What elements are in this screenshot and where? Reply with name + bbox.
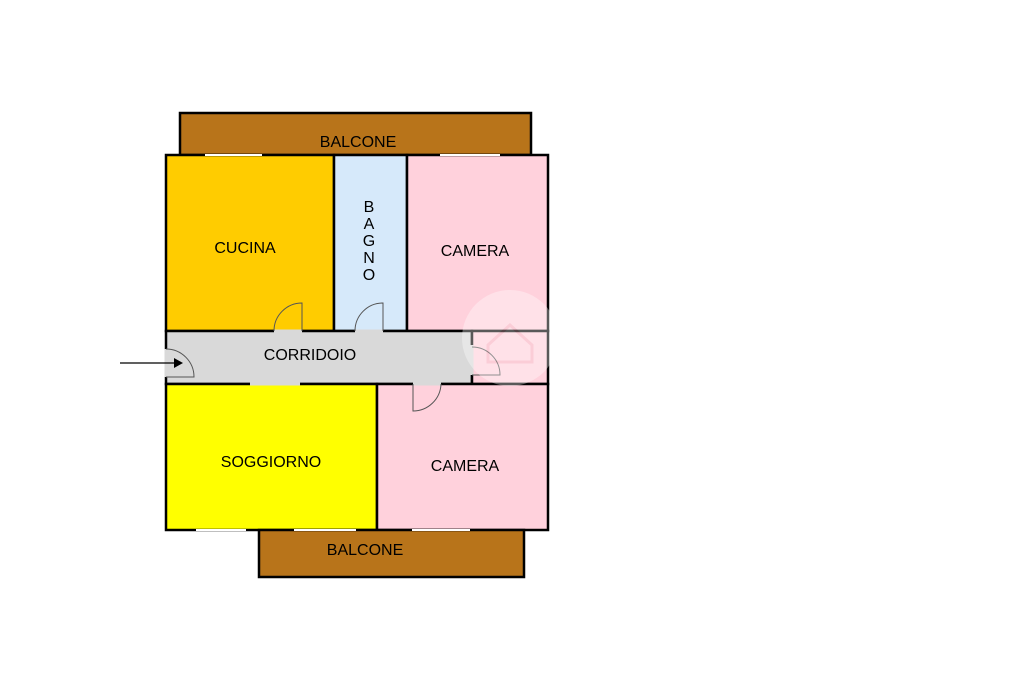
door-swing <box>471 346 501 376</box>
door-swing <box>354 302 384 332</box>
camera-bottom: CAMERA <box>375 382 550 532</box>
balcone-bottom-area <box>257 528 526 579</box>
corridoio-label: CORRIDOIO <box>264 347 356 364</box>
balcone-top-area <box>178 111 533 157</box>
balcone-top: BALCONE <box>178 111 533 157</box>
bagno-letter: G <box>363 233 375 250</box>
balcone-bottom: BALCONE <box>257 528 526 579</box>
camera-top-area <box>405 153 550 333</box>
door-swing <box>165 348 195 378</box>
doors <box>164 302 501 412</box>
entrance-arrow-icon <box>120 358 183 368</box>
door-swing <box>412 383 442 412</box>
bagno-letter: B <box>364 199 375 216</box>
house-watermark-icon <box>462 290 558 386</box>
bagno-letter: N <box>363 250 375 267</box>
camera-bottom-label: CAMERA <box>431 458 500 475</box>
door-swing <box>273 302 303 332</box>
cucina: CUCINA <box>164 153 336 333</box>
soggiorno-label: SOGGIORNO <box>221 454 321 471</box>
camera-top: CAMERA <box>405 153 550 333</box>
cucina-label: CUCINA <box>214 240 276 257</box>
corridoio: CORRIDOIO <box>164 329 474 386</box>
cucina-area <box>164 153 336 333</box>
bagno-letter: O <box>363 267 375 284</box>
soggiorno: SOGGIORNO <box>164 382 379 532</box>
bagno-letter: A <box>364 216 375 233</box>
bagno: B A G N O <box>332 153 409 333</box>
balcone-bottom-label: BALCONE <box>327 542 403 559</box>
camera-bottom-area <box>375 382 550 532</box>
balcone-top-label: BALCONE <box>320 134 396 151</box>
camera-top-label: CAMERA <box>441 243 510 260</box>
soggiorno-area <box>164 382 379 532</box>
windows <box>196 154 500 531</box>
